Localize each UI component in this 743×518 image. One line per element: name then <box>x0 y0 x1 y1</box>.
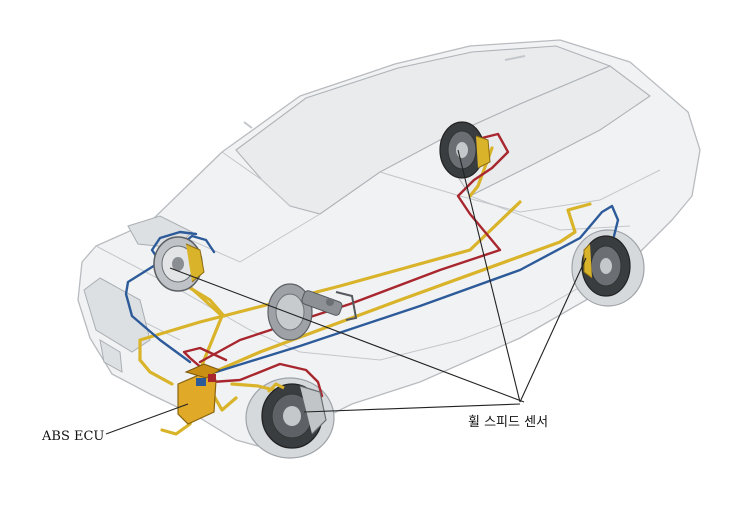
brake-disc-front-left <box>153 236 205 292</box>
brake-disc-rear-left <box>439 121 491 179</box>
wheel-speed-sensor-label: 휠 스피드 센서 <box>468 415 548 430</box>
abs-ecu-module <box>177 363 222 425</box>
sensor-wires-red <box>182 132 510 398</box>
car-glass <box>235 45 651 215</box>
brake-booster <box>267 283 358 341</box>
brake-disc-front-right <box>261 382 327 449</box>
brake-disc-rear-right <box>581 235 631 297</box>
callout-leader-lines <box>105 149 587 435</box>
abs-ecu-label: ABS ECU <box>41 429 104 444</box>
car-front-grille <box>83 215 193 373</box>
